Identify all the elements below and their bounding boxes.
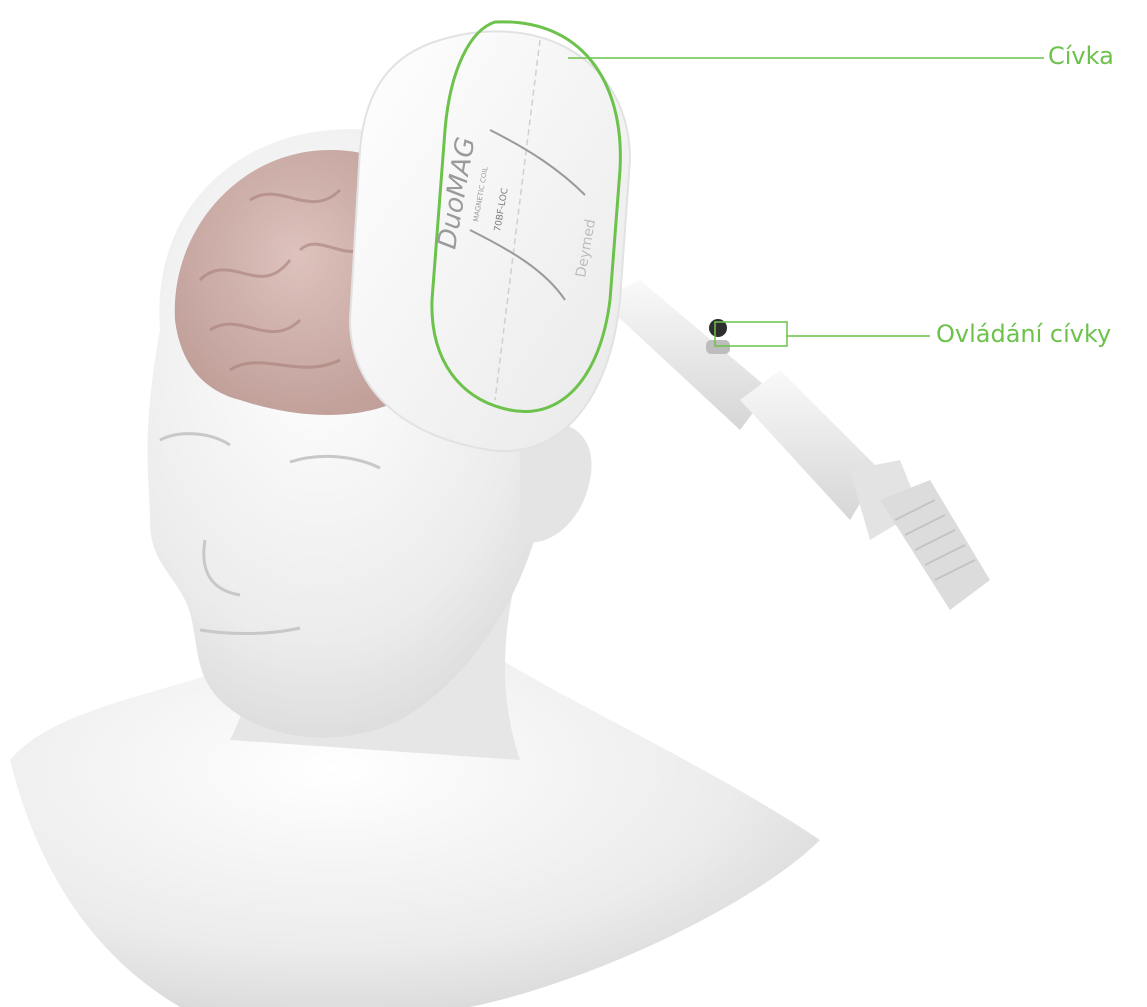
coil-controls-leader	[715, 322, 930, 346]
coil-controls-callout-label: Ovládání cívky	[936, 322, 1111, 346]
coil-handle	[600, 280, 990, 610]
coil-callout-label: Cívka	[1048, 44, 1114, 68]
coil-control-switch	[706, 340, 730, 354]
coil: DuoMAG MAGNETIC COIL 70BF-LOC Deymed	[350, 22, 630, 451]
